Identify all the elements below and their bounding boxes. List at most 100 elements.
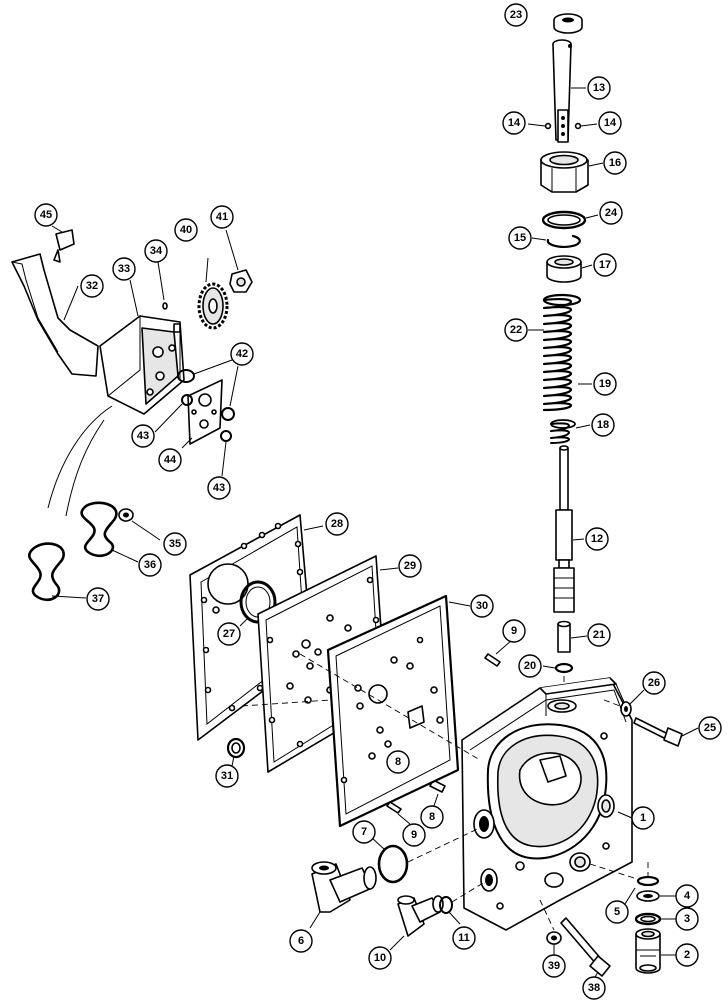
- svg-text:16: 16: [609, 157, 621, 169]
- svg-text:15: 15: [514, 232, 526, 244]
- callout-41: 41: [210, 205, 234, 229]
- callout-40: 40: [174, 218, 198, 242]
- svg-text:40: 40: [180, 224, 192, 236]
- svg-text:22: 22: [510, 324, 522, 336]
- svg-text:8: 8: [395, 756, 401, 768]
- right-fittings: [589, 862, 676, 974]
- part-16-nut: [540, 151, 604, 193]
- callout-30: 30: [470, 594, 494, 618]
- part-45-pin: [51, 225, 75, 263]
- svg-text:42: 42: [236, 348, 248, 360]
- callout-5: 5: [605, 900, 629, 924]
- part-7-o-ring: [371, 837, 409, 884]
- callout-42: 42: [230, 342, 254, 366]
- part-35-washer: [118, 508, 161, 541]
- callout-43b: 43: [207, 476, 231, 500]
- part-37-seal: [28, 542, 87, 602]
- callout-23: 23: [504, 3, 528, 27]
- part-11-o-ring: [439, 896, 461, 925]
- part-13-rod: [552, 39, 586, 143]
- svg-text:37: 37: [92, 593, 104, 605]
- svg-text:41: 41: [216, 211, 228, 223]
- svg-text:27: 27: [223, 628, 235, 640]
- callout-32: 32: [80, 274, 104, 298]
- callout-38: 38: [582, 976, 606, 1000]
- part-14-pin-right: [574, 122, 582, 130]
- svg-text:6: 6: [298, 935, 304, 947]
- callout-45: 45: [34, 203, 58, 227]
- part-22-outer-spring: [528, 293, 582, 412]
- part-21-plunger: [557, 620, 588, 653]
- callout-37: 37: [86, 587, 110, 611]
- part-20-o-ring: [554, 662, 574, 674]
- svg-text:35: 35: [169, 538, 181, 550]
- svg-text:43: 43: [213, 482, 225, 494]
- svg-text:13: 13: [593, 82, 605, 94]
- svg-text:45: 45: [40, 209, 52, 221]
- svg-text:9: 9: [411, 829, 417, 841]
- callout-14b: 14: [598, 111, 622, 135]
- svg-text:14: 14: [604, 117, 617, 129]
- callout-27: 27: [217, 622, 241, 646]
- callout-22: 22: [504, 318, 528, 342]
- svg-text:36: 36: [144, 559, 156, 571]
- svg-text:26: 26: [648, 677, 660, 689]
- callout-24: 24: [599, 201, 623, 225]
- svg-text:14: 14: [508, 117, 521, 129]
- svg-text:34: 34: [150, 245, 163, 257]
- callout-18: 18: [591, 413, 615, 437]
- svg-text:19: 19: [599, 378, 611, 390]
- svg-text:8: 8: [429, 811, 435, 823]
- part-4-washer: [636, 890, 660, 902]
- part-17-bushing: [546, 255, 593, 283]
- callout-7: 7: [352, 820, 376, 844]
- part-42-o-rings: [177, 359, 239, 421]
- part-44-plate: [181, 379, 223, 449]
- part-5-o-ring: [636, 875, 660, 887]
- svg-text:18: 18: [597, 419, 609, 431]
- part-34-key: [157, 261, 168, 310]
- part-32-bracket: [11, 253, 99, 377]
- callout-9b: 9: [402, 823, 426, 847]
- part-24-seal-ring: [541, 210, 599, 230]
- callout-2: 2: [675, 943, 699, 967]
- svg-text:20: 20: [524, 660, 536, 672]
- callout-28: 28: [325, 512, 349, 536]
- callout-6: 6: [289, 929, 313, 953]
- svg-text:4: 4: [684, 890, 691, 902]
- part-38-bolt: [560, 917, 611, 983]
- callout-29: 29: [398, 554, 422, 578]
- part-25-bolt: [633, 717, 699, 747]
- callout-21: 21: [587, 623, 611, 647]
- callout-33: 33: [112, 257, 136, 281]
- callout-15: 15: [508, 226, 532, 250]
- part-1-valve-body: [461, 677, 633, 931]
- callout-13: 13: [587, 76, 611, 100]
- part-36-seal: [80, 501, 139, 563]
- part-10-elbow-fitting: [389, 895, 444, 951]
- callout-19: 19: [593, 372, 617, 396]
- part-12-spool: [553, 445, 585, 613]
- svg-text:43: 43: [137, 430, 149, 442]
- callout-34: 34: [144, 239, 168, 263]
- svg-text:38: 38: [588, 982, 600, 994]
- svg-text:3: 3: [684, 913, 690, 925]
- svg-text:1: 1: [640, 812, 646, 824]
- callout-17: 17: [593, 253, 617, 277]
- callout-36: 36: [138, 553, 162, 577]
- callout-12: 12: [585, 527, 609, 551]
- callout-31: 31: [215, 764, 239, 788]
- part-31-seal: [226, 737, 246, 767]
- callout-20: 20: [518, 654, 542, 678]
- part-3-seal: [634, 912, 662, 926]
- callout-3: 3: [675, 907, 699, 931]
- svg-text:17: 17: [599, 259, 611, 271]
- svg-text:23: 23: [510, 9, 522, 21]
- svg-text:9: 9: [511, 625, 517, 637]
- svg-text:31: 31: [221, 770, 233, 782]
- part-18-small-spring: [550, 419, 591, 444]
- part-39-washer: [546, 931, 562, 958]
- svg-text:29: 29: [404, 560, 416, 572]
- callout-layer: 1 2 3 4 5 6 7 8 8 9 9 10 11 12 13 14 14 …: [34, 3, 722, 1000]
- callout-39: 39: [542, 954, 566, 978]
